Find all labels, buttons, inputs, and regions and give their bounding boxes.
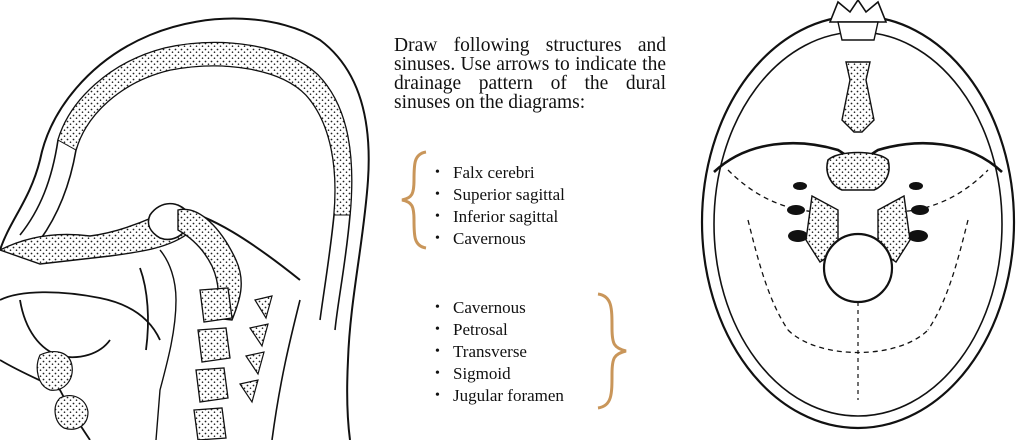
instructions-text: Draw following structures and sinuses. U… (394, 35, 666, 113)
upper-structures-list: • Falx cerebri • Superior sagittal • Inferi… (431, 162, 565, 250)
list-item: • Superior sagittal (431, 184, 565, 206)
bullet-mark: • (435, 187, 440, 202)
list-item-label: Jugular foramen (453, 386, 564, 405)
list-item-label: Sigmoid (453, 364, 511, 383)
lower-right-curly-brace (597, 292, 627, 410)
list-item-label: Superior sagittal (453, 185, 565, 204)
list-item-label: Transverse (453, 342, 527, 361)
cropped-title-glyph (502, 0, 562, 4)
list-item-label: Cavernous (453, 229, 526, 248)
list-item-label: Petrosal (453, 320, 508, 339)
list-item: • Cavernous (431, 228, 565, 250)
bullet-mark: • (435, 300, 440, 315)
list-item: • Inferior sagittal (431, 206, 565, 228)
list-item-label: Falx cerebri (453, 163, 535, 182)
list-item: • Sigmoid (431, 363, 564, 385)
list-item: • Cavernous (431, 297, 564, 319)
list-item: • Petrosal (431, 319, 564, 341)
list-item: • Transverse (431, 341, 564, 363)
bullet-mark: • (435, 165, 440, 180)
bullet-mark: • (435, 344, 440, 359)
sagittal-head-section-illustration (0, 17, 370, 440)
lower-sinuses-list: • Cavernous • Petrosal • Transverse • Sigmoi… (431, 297, 564, 407)
list-item-label: Inferior sagittal (453, 207, 559, 226)
bullet-mark: • (435, 231, 440, 246)
bullet-mark: • (435, 388, 440, 403)
list-item-label: Cavernous (453, 298, 526, 317)
upper-left-curly-brace (401, 150, 427, 250)
skull-base-illustration (700, 0, 1016, 430)
list-item: • Jugular foramen (431, 385, 564, 407)
list-item: • Falx cerebri (431, 162, 565, 184)
bullet-mark: • (435, 209, 440, 224)
bullet-mark: • (435, 366, 440, 381)
bullet-mark: • (435, 322, 440, 337)
